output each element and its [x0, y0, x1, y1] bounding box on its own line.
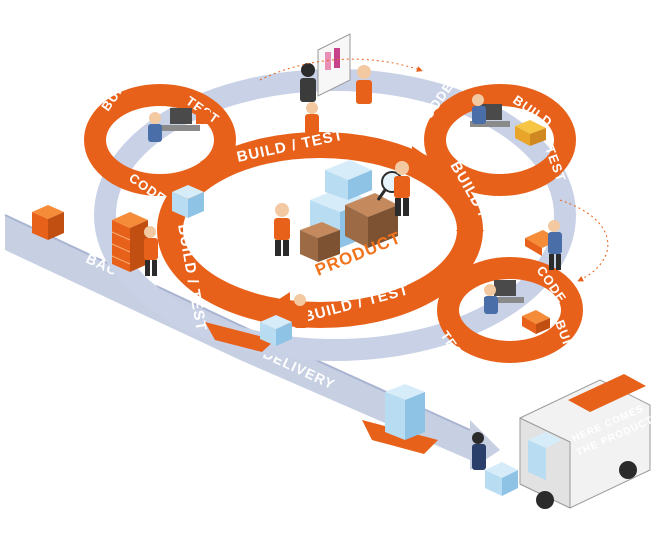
developer-at-computer-icon: [148, 108, 210, 142]
boat-icon: [205, 294, 308, 352]
tester-at-whiteboard-icon: [300, 33, 372, 134]
developer-bottom-right: [484, 280, 550, 334]
worker-center-left: [274, 203, 290, 256]
inner-top-label: BUILD / TEST: [235, 127, 345, 166]
worker-center-right: [394, 161, 410, 216]
developer-top-right: [470, 94, 546, 146]
blue-box-left: [172, 185, 204, 218]
delivery-truck-icon: HERE COMES THE PRODUCT: [472, 374, 655, 509]
dotted-flow-arrows: [259, 58, 609, 282]
backlog-stack-small: [32, 205, 64, 240]
worker-carrying-box-icon: [525, 220, 562, 270]
boat-delivery: [362, 384, 438, 454]
backlog-stack-large: [111, 212, 158, 276]
top-right-ring: CODE BUILD TEST: [420, 79, 576, 196]
